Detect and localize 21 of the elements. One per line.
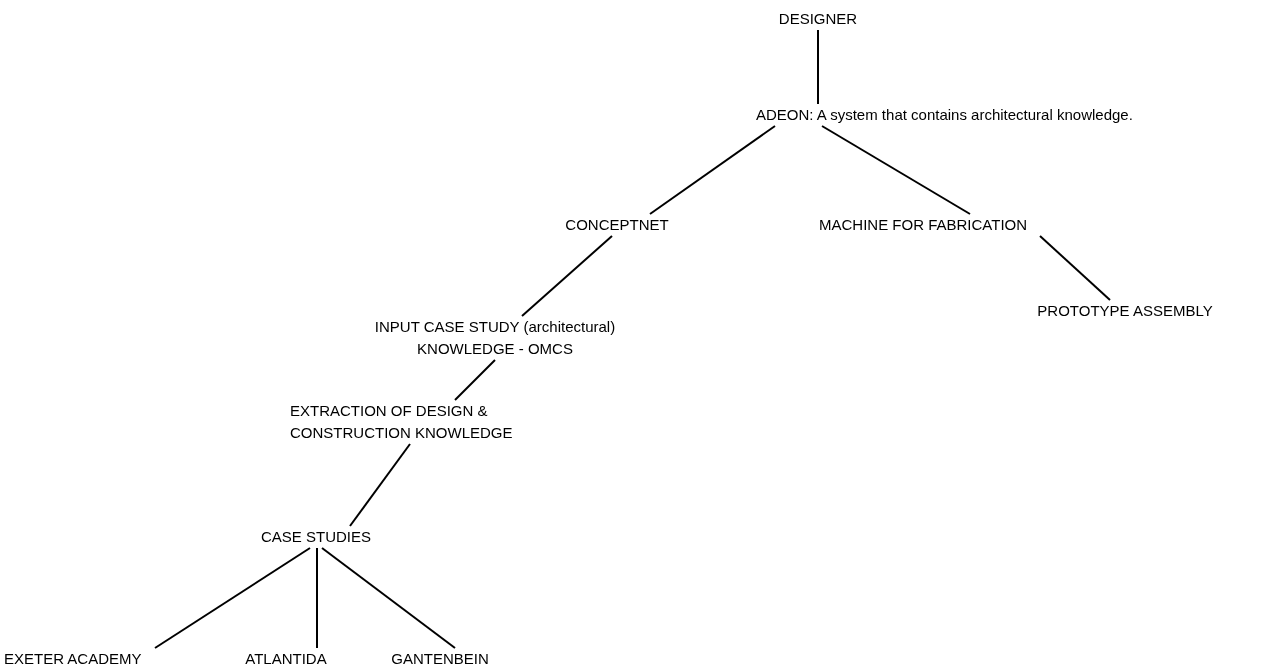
node-label: CASE STUDIES xyxy=(256,526,376,548)
connector-line xyxy=(321,547,456,649)
connector-line xyxy=(821,125,971,215)
connector-line xyxy=(817,29,819,105)
node-label: PROTOTYPE ASSEMBLY xyxy=(1030,300,1220,322)
node-label: CONCEPTNET xyxy=(557,214,677,236)
connector-line xyxy=(649,125,776,215)
node-label: INPUT CASE STUDY (architectural) KNOWLEDGE - OMCS xyxy=(355,316,635,360)
connector-line xyxy=(349,443,411,527)
connector-line xyxy=(154,547,311,649)
node-label: ATLANTIDA xyxy=(236,648,336,668)
node-label: EXTRACTION OF DESIGN & CONSTRUCTION KNOWLEDGE xyxy=(286,400,546,444)
node-label: ADEON: A system that contains architectural knowledge. xyxy=(752,104,1252,126)
connector-line xyxy=(521,235,613,317)
node-label: DESIGNER xyxy=(768,8,868,30)
node-label: EXETER ACADEMY xyxy=(0,648,160,668)
node-label: GANTENBEIN xyxy=(380,648,500,668)
connector-line xyxy=(454,359,496,401)
connector-line xyxy=(1039,235,1111,301)
node-label: MACHINE FOR FABRICATION xyxy=(815,214,1045,236)
connector-line xyxy=(316,547,318,649)
